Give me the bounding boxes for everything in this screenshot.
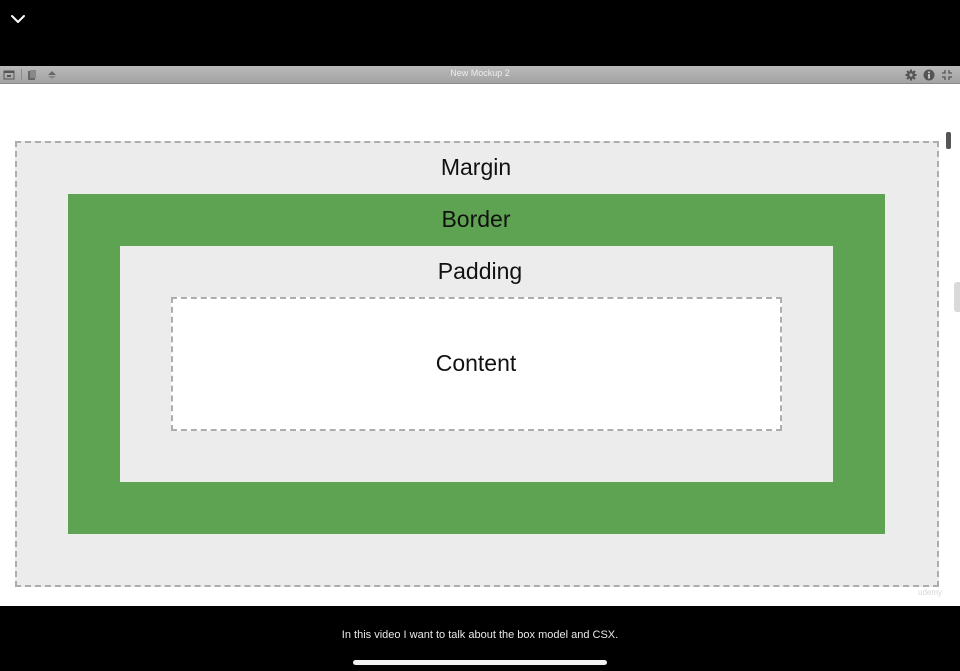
- content-box: [171, 297, 782, 431]
- toolbar-separator: [21, 69, 22, 80]
- video-caption: In this video I want to talk about the b…: [341, 629, 619, 641]
- border-label: Border: [441, 206, 511, 232]
- gear-icon[interactable]: [905, 68, 917, 81]
- fullscreen-exit-icon[interactable]: [941, 68, 953, 80]
- side-drawer-handle[interactable]: [954, 282, 960, 312]
- home-indicator[interactable]: [353, 660, 607, 665]
- window-icon[interactable]: [3, 68, 15, 80]
- sort-icon[interactable]: [46, 68, 58, 80]
- mockup-canvas: Margin Border Padding Content udemy: [0, 84, 960, 606]
- udemy-watermark: udemy: [918, 588, 943, 597]
- chevron-down-icon[interactable]: [6, 8, 30, 30]
- mockup-toolbar: New Mockup 2: [0, 66, 960, 84]
- vertical-scrollbar[interactable]: [946, 132, 951, 149]
- padding-label: Padding: [437, 258, 523, 284]
- video-top-bar: [0, 0, 960, 66]
- pages-icon[interactable]: [26, 68, 38, 80]
- content-label: Content: [435, 350, 517, 376]
- mockup-title: New Mockup 2: [450, 68, 510, 78]
- mockup-window: New Mockup 2: [0, 66, 960, 606]
- info-icon[interactable]: [923, 68, 935, 81]
- margin-label: Margin: [440, 154, 512, 180]
